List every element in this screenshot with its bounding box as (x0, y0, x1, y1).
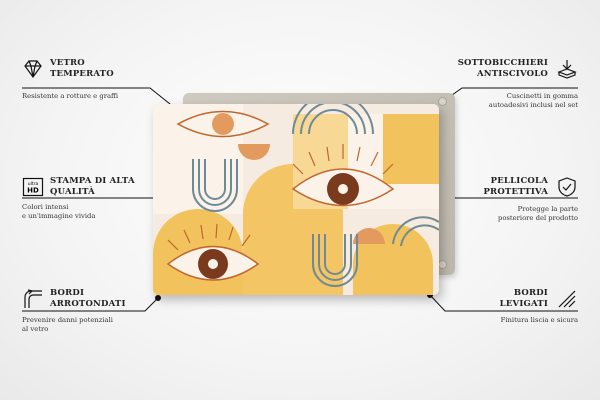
feature-stampa-title-line1: STAMPA DI ALTA (50, 176, 135, 186)
feature-stampa-desc-block: Colori intensi e un'immagine vivida (22, 203, 172, 221)
feature-vetro-desc-block: Resistente a rotture e graffi (22, 92, 192, 101)
rounded-corner-icon (22, 288, 44, 310)
feature-bordi-levigati-desc: Finitura liscia e sicura (500, 316, 578, 324)
feature-bordi-arrotondati-desc-line2: al vetro (22, 325, 49, 333)
half-circle-top (238, 144, 270, 160)
feature-sottobicchieri-title: SOTTOBICCHIERI ANTISCIVOLO (398, 58, 548, 80)
feature-sottobicchieri-title-line2: ANTISCIVOLO (477, 69, 548, 79)
feature-bordi-arrotondati-title-line2: ARROTONDATI (50, 299, 126, 309)
feature-bordi-arrotondati-desc-line1: Prevenire danni potenziali (22, 316, 113, 324)
feature-vetro-title-line2: TEMPERATO (50, 69, 114, 79)
eye-left (166, 223, 260, 281)
feature-bordi-arrotondati-title: BORDI ARROTONDATI (50, 288, 200, 310)
feature-vetro: VETRO TEMPERATO (50, 58, 200, 80)
feature-bordi-levigati-title: BORDI LEVIGATI (398, 288, 548, 310)
shield-check-icon (556, 176, 578, 198)
feature-bordi-levigati-title-line1: BORDI (513, 288, 548, 298)
feature-vetro-title-line1: VETRO (50, 58, 85, 68)
eye-top-left (176, 110, 270, 138)
feature-pellicola-title-line1: PELLICOLA (490, 176, 548, 186)
feature-sottobicchieri-desc-line1: Cuscinetti in gomma (506, 92, 578, 100)
feature-vetro-title: VETRO TEMPERATO (50, 58, 200, 80)
glass-coaster-print (153, 104, 439, 295)
feature-sottobicchieri-desc-block: Cuscinetti in gomma autoadesivi inclusi … (428, 92, 578, 110)
feature-bordi-arrotondati-title-line1: BORDI (50, 288, 85, 298)
feature-bordi-levigati-title-line2: LEVIGATI (499, 299, 548, 309)
feature-sottobicchieri-desc-line2: autoadesivi inclusi nel set (488, 101, 578, 109)
feature-stampa: STAMPA DI ALTA QUALITÀ (50, 176, 200, 198)
feature-bordi-levigati: BORDI LEVIGATI (398, 288, 548, 310)
eye-center (291, 144, 395, 207)
connector-bordi-arrotondati (22, 297, 159, 312)
feature-pellicola-desc-line1: Protegge la parte (517, 205, 578, 213)
smooth-edge-icon (556, 288, 578, 310)
feature-stampa-desc-line1: Colori intensi (22, 203, 69, 211)
feature-stampa-desc: Colori intensi e un'immagine vivida (22, 203, 172, 221)
feature-sottobicchieri-desc: Cuscinetti in gomma autoadesivi inclusi … (428, 92, 578, 110)
pin-bottom (438, 260, 447, 269)
feature-bordi-arrotondati-desc: Prevenire danni potenziali al vetro (22, 316, 172, 334)
feature-stampa-title: STAMPA DI ALTA QUALITÀ (50, 176, 200, 198)
boho-eye-artwork (153, 104, 439, 295)
ultra-hd-icon: ultra HD (22, 176, 44, 198)
press-down-icon (556, 58, 578, 80)
feature-stampa-desc-line2: e un'immagine vivida (22, 212, 96, 220)
feature-stampa-title-line2: QUALITÀ (50, 187, 95, 197)
feature-pellicola: PELLICOLA PROTETTIVA (398, 176, 548, 198)
half-circle-right (353, 228, 385, 244)
feature-pellicola-desc-block: Protegge la parte posteriore del prodott… (428, 205, 578, 223)
feature-pellicola-desc-line2: posteriore del prodotto (497, 214, 578, 222)
feature-bordi-levigati-desc-block: Finitura liscia e sicura (428, 316, 578, 325)
rainbow-arcs (192, 104, 439, 287)
feature-bordi-arrotondati-desc-block: Prevenire danni potenziali al vetro (22, 316, 172, 334)
feature-sottobicchieri-title-line1: SOTTOBICCHIERI (457, 58, 548, 68)
feature-pellicola-title-line2: PROTETTIVA (483, 187, 548, 197)
diamond-icon (22, 58, 44, 80)
feature-pellicola-title: PELLICOLA PROTETTIVA (398, 176, 548, 198)
ultra-hd-icon-text1: ultra (28, 181, 39, 187)
feature-sottobicchieri: SOTTOBICCHIERI ANTISCIVOLO (398, 58, 548, 80)
feature-pellicola-desc: Protegge la parte posteriore del prodott… (428, 205, 578, 223)
pin-top (438, 97, 447, 106)
dot-bordi-arrotondati (155, 295, 161, 301)
feature-vetro-desc: Resistente a rotture e graffi (22, 92, 118, 100)
yellow-block-right (383, 114, 439, 184)
ultra-hd-icon-text2: HD (27, 187, 39, 195)
connector-bordi-levigati (429, 294, 578, 312)
feature-bordi-arrotondati: BORDI ARROTONDATI (50, 288, 200, 310)
